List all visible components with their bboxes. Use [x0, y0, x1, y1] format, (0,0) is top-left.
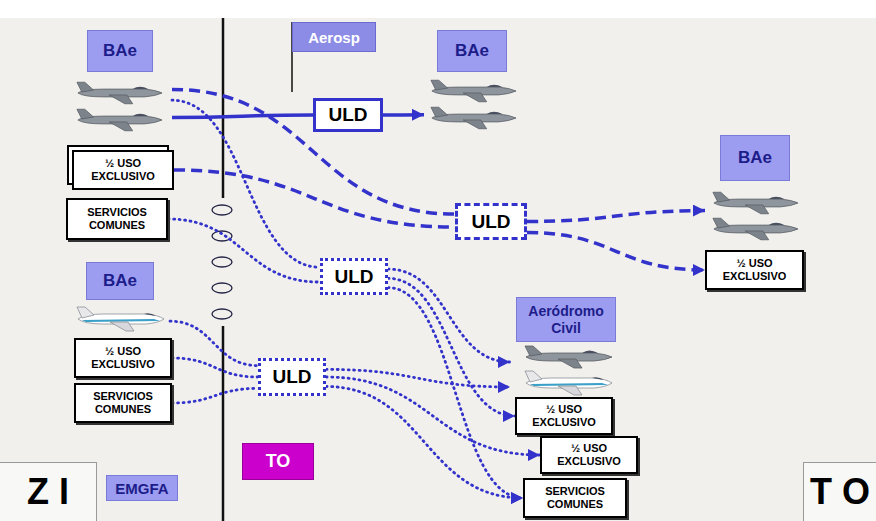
node-label: T O — [810, 471, 870, 513]
air-base-unit: BAe — [705, 135, 805, 243]
node-label: ULD — [471, 211, 510, 233]
node-label: SERVICIOS COMUNES — [536, 485, 614, 510]
exclusive-use-box: ½ USO EXCLUSIVO — [515, 397, 613, 435]
civil-airfield-unit: Aeródromo Civil — [510, 297, 622, 397]
flow-arrow — [326, 377, 540, 455]
node-label: ULD — [328, 104, 367, 126]
aircraft-icon — [77, 80, 798, 395]
exclusive-use-box: ½ USO EXCLUSIVO — [74, 338, 172, 378]
node-label: TO — [266, 451, 291, 472]
node-label: BAe — [455, 41, 489, 61]
flow-arrow — [388, 288, 523, 498]
corridor-rings — [212, 205, 232, 319]
flow-arrow — [326, 387, 523, 499]
air-base-unit: BAe — [424, 30, 520, 136]
flow-arrow — [172, 100, 320, 267]
unit-header: BAe — [87, 30, 153, 72]
exclusive-use-box: ½ USO EXCLUSIVO — [72, 150, 174, 190]
command-box: EMGFA — [106, 475, 178, 501]
air-base-unit: BAe — [68, 30, 172, 138]
node-label: ½ USO EXCLUSIVO — [554, 442, 624, 467]
top-strip — [0, 0, 876, 18]
air-base-unit: BAe — [70, 262, 170, 336]
flow-arrow — [172, 388, 258, 403]
node-label: Aerosp — [308, 29, 360, 46]
node-label: BAe — [738, 148, 772, 168]
theatre-box: TO — [242, 443, 314, 480]
zone-box: Z I — [0, 462, 97, 521]
common-services-box: SERVICIOS COMUNES — [74, 383, 172, 423]
node-label: SERVICIOS COMUNES — [78, 206, 156, 231]
zone-divider — [222, 326, 225, 521]
node-label: Aeródromo Civil — [523, 303, 609, 335]
logistics-unit-box: ULD — [455, 203, 527, 240]
flow-arrow — [174, 170, 455, 227]
logistics-unit-box: ULD — [320, 258, 388, 295]
flow-arrow — [527, 233, 705, 270]
unit-header: Aeródromo Civil — [516, 297, 616, 342]
node-label: ½ USO EXCLUSIVO — [720, 257, 790, 282]
unit-header: BAe — [720, 135, 790, 181]
node-label: ½ USO EXCLUSIVO — [88, 157, 158, 182]
zone-box: T O — [803, 462, 876, 521]
aerospace-flag: Aerosp — [292, 22, 376, 52]
node-label: ULD — [334, 266, 373, 288]
flow-arrow — [172, 358, 258, 377]
common-services-box: SERVICIOS COMUNES — [66, 198, 168, 240]
node-label: ULD — [272, 366, 311, 388]
node-label: Z I — [27, 471, 69, 513]
flow-arrow — [527, 211, 705, 222]
node-label: ½ USO EXCLUSIVO — [529, 403, 599, 428]
node-label: BAe — [103, 271, 137, 291]
exclusive-use-box: ½ USO EXCLUSIVO — [540, 436, 638, 474]
flow-arrow — [168, 219, 320, 282]
flow-arrow — [388, 269, 510, 362]
zone-divider — [222, 18, 225, 198]
flow-arrow — [388, 278, 515, 416]
unit-header: BAe — [86, 262, 154, 300]
node-label: BAe — [103, 41, 137, 61]
flow-arrow — [172, 115, 313, 117]
logistics-unit-box: ULD — [313, 98, 383, 132]
node-label: EMGFA — [115, 480, 168, 497]
unit-header: BAe — [437, 30, 507, 72]
exclusive-use-box: ½ USO EXCLUSIVO — [705, 250, 804, 290]
flow-arrow — [383, 113, 424, 117]
logistics-unit-box: ULD — [258, 358, 326, 396]
node-label: ½ USO EXCLUSIVO — [88, 345, 158, 370]
flow-arrow — [172, 89, 455, 214]
common-services-box: SERVICIOS COMUNES — [523, 478, 627, 518]
node-label: SERVICIOS COMUNES — [84, 390, 162, 415]
